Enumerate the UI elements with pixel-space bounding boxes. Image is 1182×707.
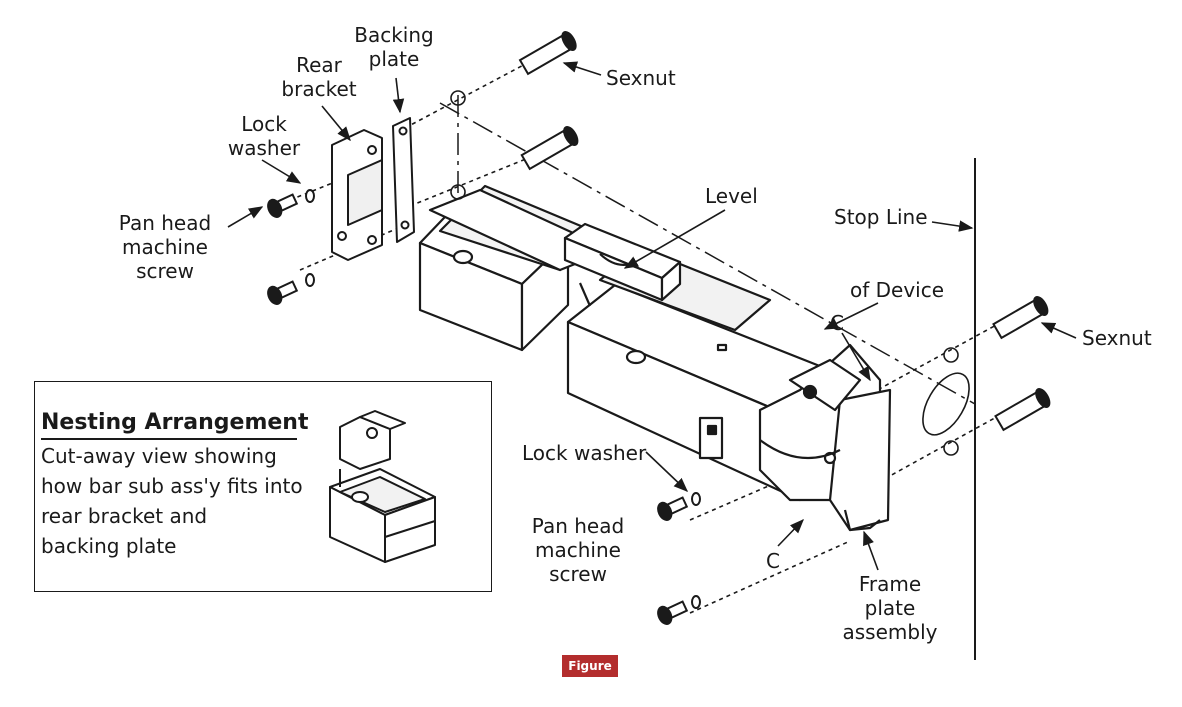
nesting-arrangement-inset: Nesting Arrangement Cut-away view showin…: [34, 381, 492, 592]
sexnut-top-label: Sexnut: [606, 66, 676, 90]
nesting-cutaway-illustration: [329, 410, 436, 563]
lock-washer-left-line2: washer: [227, 136, 301, 160]
frame-plate-line1: Frame: [858, 572, 922, 596]
pan-head-center-label: Pan head machine screw: [523, 514, 633, 586]
nesting-title-underline: [41, 438, 297, 440]
backing-plate: [392, 117, 415, 243]
nesting-line-2: how bar sub ass'y fits into: [41, 474, 303, 498]
pan-head-left-line3: screw: [136, 259, 194, 283]
center-line: [439, 95, 976, 405]
sexnut-right-label: Sexnut: [1082, 326, 1152, 350]
backing-plate-line2: plate: [368, 47, 420, 71]
rear-bracket-line2: bracket: [281, 77, 357, 101]
pan-head-left-line2: machine: [122, 235, 208, 259]
rear-bracket: [331, 129, 383, 261]
c-upper-label: C: [830, 311, 844, 335]
rear-bracket-line1: Rear: [296, 53, 342, 77]
nesting-title: Nesting Arrangement: [41, 410, 309, 435]
pan-head-left-label: Pan head machine screw: [110, 211, 220, 283]
pan-head-center-line3: screw: [549, 562, 607, 586]
c-lower-label: C: [766, 549, 780, 573]
level-markers: [450, 90, 970, 456]
figure-caption-badge: Figure 9: [562, 655, 618, 695]
sexnut-right-group: [992, 295, 1051, 432]
lock-washer-center-label: Lock washer: [522, 441, 647, 465]
bar-assembly: [418, 184, 892, 532]
pan-head-center-line1: Pan head: [531, 514, 625, 538]
backing-plate-label: Backing plate: [352, 23, 436, 71]
lock-washer-left-label: Lock washer: [226, 112, 302, 160]
leader-arrows: [227, 61, 1077, 571]
frame-plate-label: Frame plate assembly: [838, 572, 942, 644]
nesting-line-4: backing plate: [41, 534, 177, 558]
of-device-label: of Device: [850, 278, 945, 302]
lock-washer-left-line1: Lock: [241, 112, 287, 136]
nesting-line-1: Cut-away view showing: [41, 444, 277, 468]
screws-and-washers: [267, 189, 701, 625]
nesting-line-3: rear bracket and: [41, 504, 208, 528]
pan-head-left-line1: Pan head: [118, 211, 212, 235]
stop-line-label: Stop Line: [834, 205, 928, 229]
pan-head-center-line2: machine: [535, 538, 621, 562]
sexnut-top-group: [518, 30, 579, 171]
level-label: Level: [705, 184, 758, 208]
frame-plate-line2: plate: [864, 596, 916, 620]
backing-plate-line1: Backing: [354, 23, 434, 47]
frame-plate-line3: assembly: [842, 620, 938, 644]
rear-bracket-label: Rear bracket: [278, 53, 360, 101]
